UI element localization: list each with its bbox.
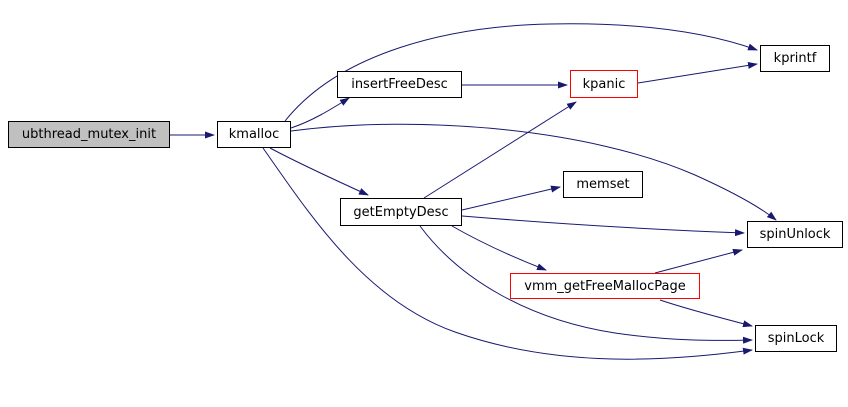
node-ubthread_mutex_init: ubthread_mutex_init bbox=[8, 121, 170, 148]
edge-getEmptyDesc-to-spinLock bbox=[419, 225, 753, 344]
node-spinUnlock[interactable]: spinUnlock bbox=[747, 221, 843, 248]
edge-vmm_getFreeMallocPage-to-spinUnlock bbox=[654, 248, 743, 274]
edge-kmalloc-to-insertFreeDesc bbox=[290, 97, 350, 129]
edge-getEmptyDesc-to-kpanic bbox=[423, 101, 577, 199]
edge-kmalloc-to-spinLock bbox=[262, 147, 753, 360]
edge-vmm_getFreeMallocPage-to-spinLock bbox=[659, 299, 753, 328]
node-spinLock[interactable]: spinLock bbox=[755, 325, 837, 352]
node-kmalloc[interactable]: kmalloc bbox=[217, 121, 291, 148]
edge-getEmptyDesc-to-vmm_getFreeMallocPage bbox=[451, 225, 547, 271]
node-kpanic[interactable]: kpanic bbox=[570, 70, 638, 98]
node-memset[interactable]: memset bbox=[563, 171, 643, 198]
edge-getEmptyDesc-to-memset bbox=[461, 185, 561, 211]
edge-kpanic-to-kprintf bbox=[637, 61, 758, 84]
edge-kmalloc-to-spinUnlock bbox=[290, 123, 777, 221]
node-vmm_getFreeMallocPage[interactable]: vmm_getFreeMallocPage bbox=[510, 273, 700, 299]
node-getEmptyDesc[interactable]: getEmptyDesc bbox=[340, 198, 462, 226]
edge-getEmptyDesc-to-spinUnlock bbox=[461, 215, 745, 237]
edge-kmalloc-to-getEmptyDesc bbox=[269, 147, 369, 196]
node-insertFreeDesc[interactable]: insertFreeDesc bbox=[337, 71, 462, 98]
node-kprintf[interactable]: kprintf bbox=[760, 45, 830, 72]
